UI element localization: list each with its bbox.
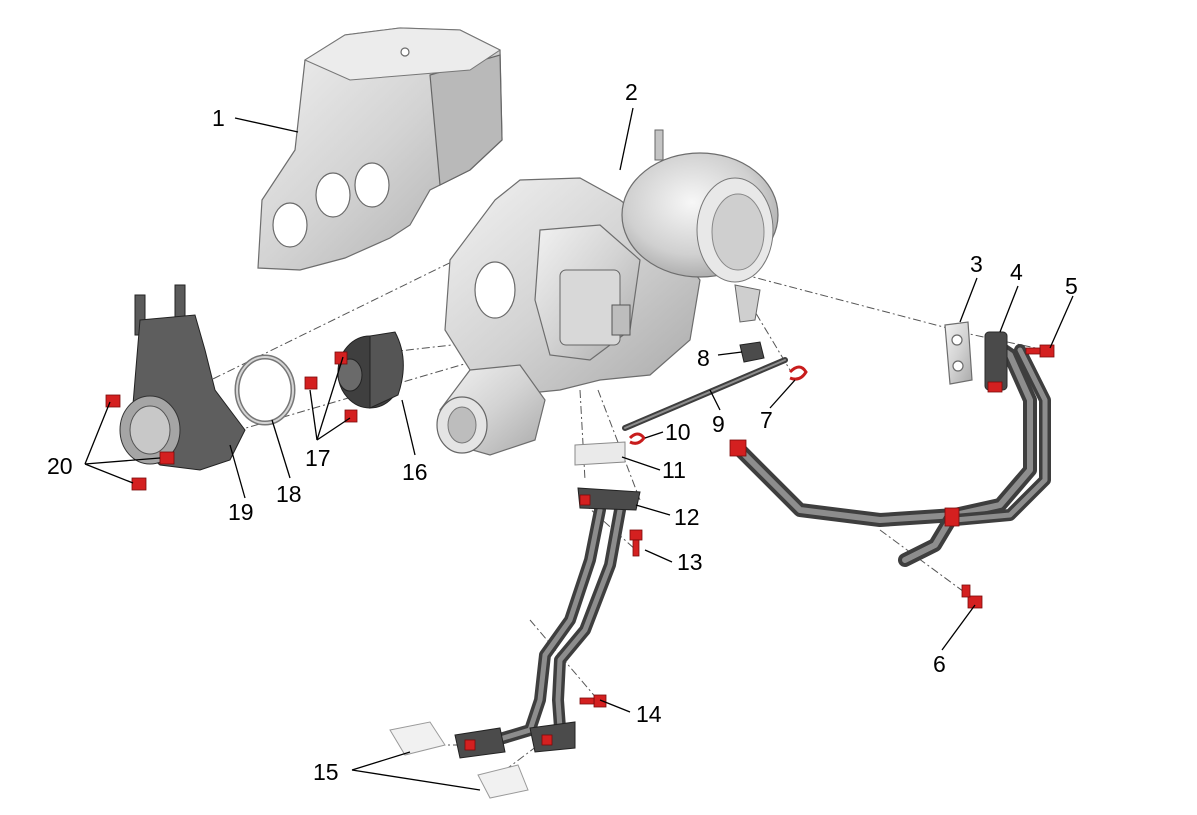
callout-1: 1: [212, 105, 225, 131]
callout-18: 18: [276, 481, 302, 507]
callout-15: 15: [313, 759, 339, 785]
coolant-pipe-assembly: [729, 331, 1051, 567]
callout-4: 4: [1010, 259, 1023, 285]
callout-6: 6: [933, 651, 946, 677]
oil-return-pipe-assembly: [454, 487, 641, 759]
callout-11: 11: [662, 457, 686, 483]
turbocharger: [436, 129, 779, 456]
callout-10: 10: [665, 419, 691, 445]
actuator-part-16: [337, 331, 404, 409]
callout-13: 13: [677, 549, 703, 575]
callout-7: 7: [760, 407, 773, 433]
clip-part-7: [788, 365, 808, 381]
callout-12: 12: [674, 504, 700, 530]
callout-14: 14: [636, 701, 662, 727]
oil-return-gasket: [944, 321, 973, 385]
clip-part-10: [628, 432, 646, 445]
callout-5: 5: [1065, 273, 1078, 299]
oil-feed-line-part-9: [622, 357, 788, 431]
bolts-part-20: [105, 394, 175, 491]
callout-9: 9: [712, 411, 725, 437]
callout-20: 20: [47, 453, 73, 479]
bolt-part-13: [629, 529, 643, 557]
callout-8: 8: [697, 345, 710, 371]
callout-16: 16: [402, 459, 428, 485]
callout-19: 19: [228, 499, 254, 525]
callout-labels: 1 2 3 4 5 6 7 8 9 10 11 12 13 14 15 16 1…: [47, 79, 1078, 785]
gasket-part-11: [574, 441, 626, 466]
seal-ring-part-18: [234, 354, 296, 426]
callout-2: 2: [625, 79, 638, 105]
leader-lines: [84, 107, 1074, 791]
grommet-part-8: [739, 341, 765, 363]
bolt-part-6: [961, 584, 983, 609]
bolts-part-17: [304, 351, 358, 423]
callout-3: 3: [970, 251, 983, 277]
gaskets-part-15: [389, 721, 529, 799]
callout-17: 17: [305, 445, 331, 471]
heat-shield: [257, 27, 503, 271]
bolt-part-14: [579, 694, 607, 708]
inlet-housing-part-19: [119, 284, 246, 471]
